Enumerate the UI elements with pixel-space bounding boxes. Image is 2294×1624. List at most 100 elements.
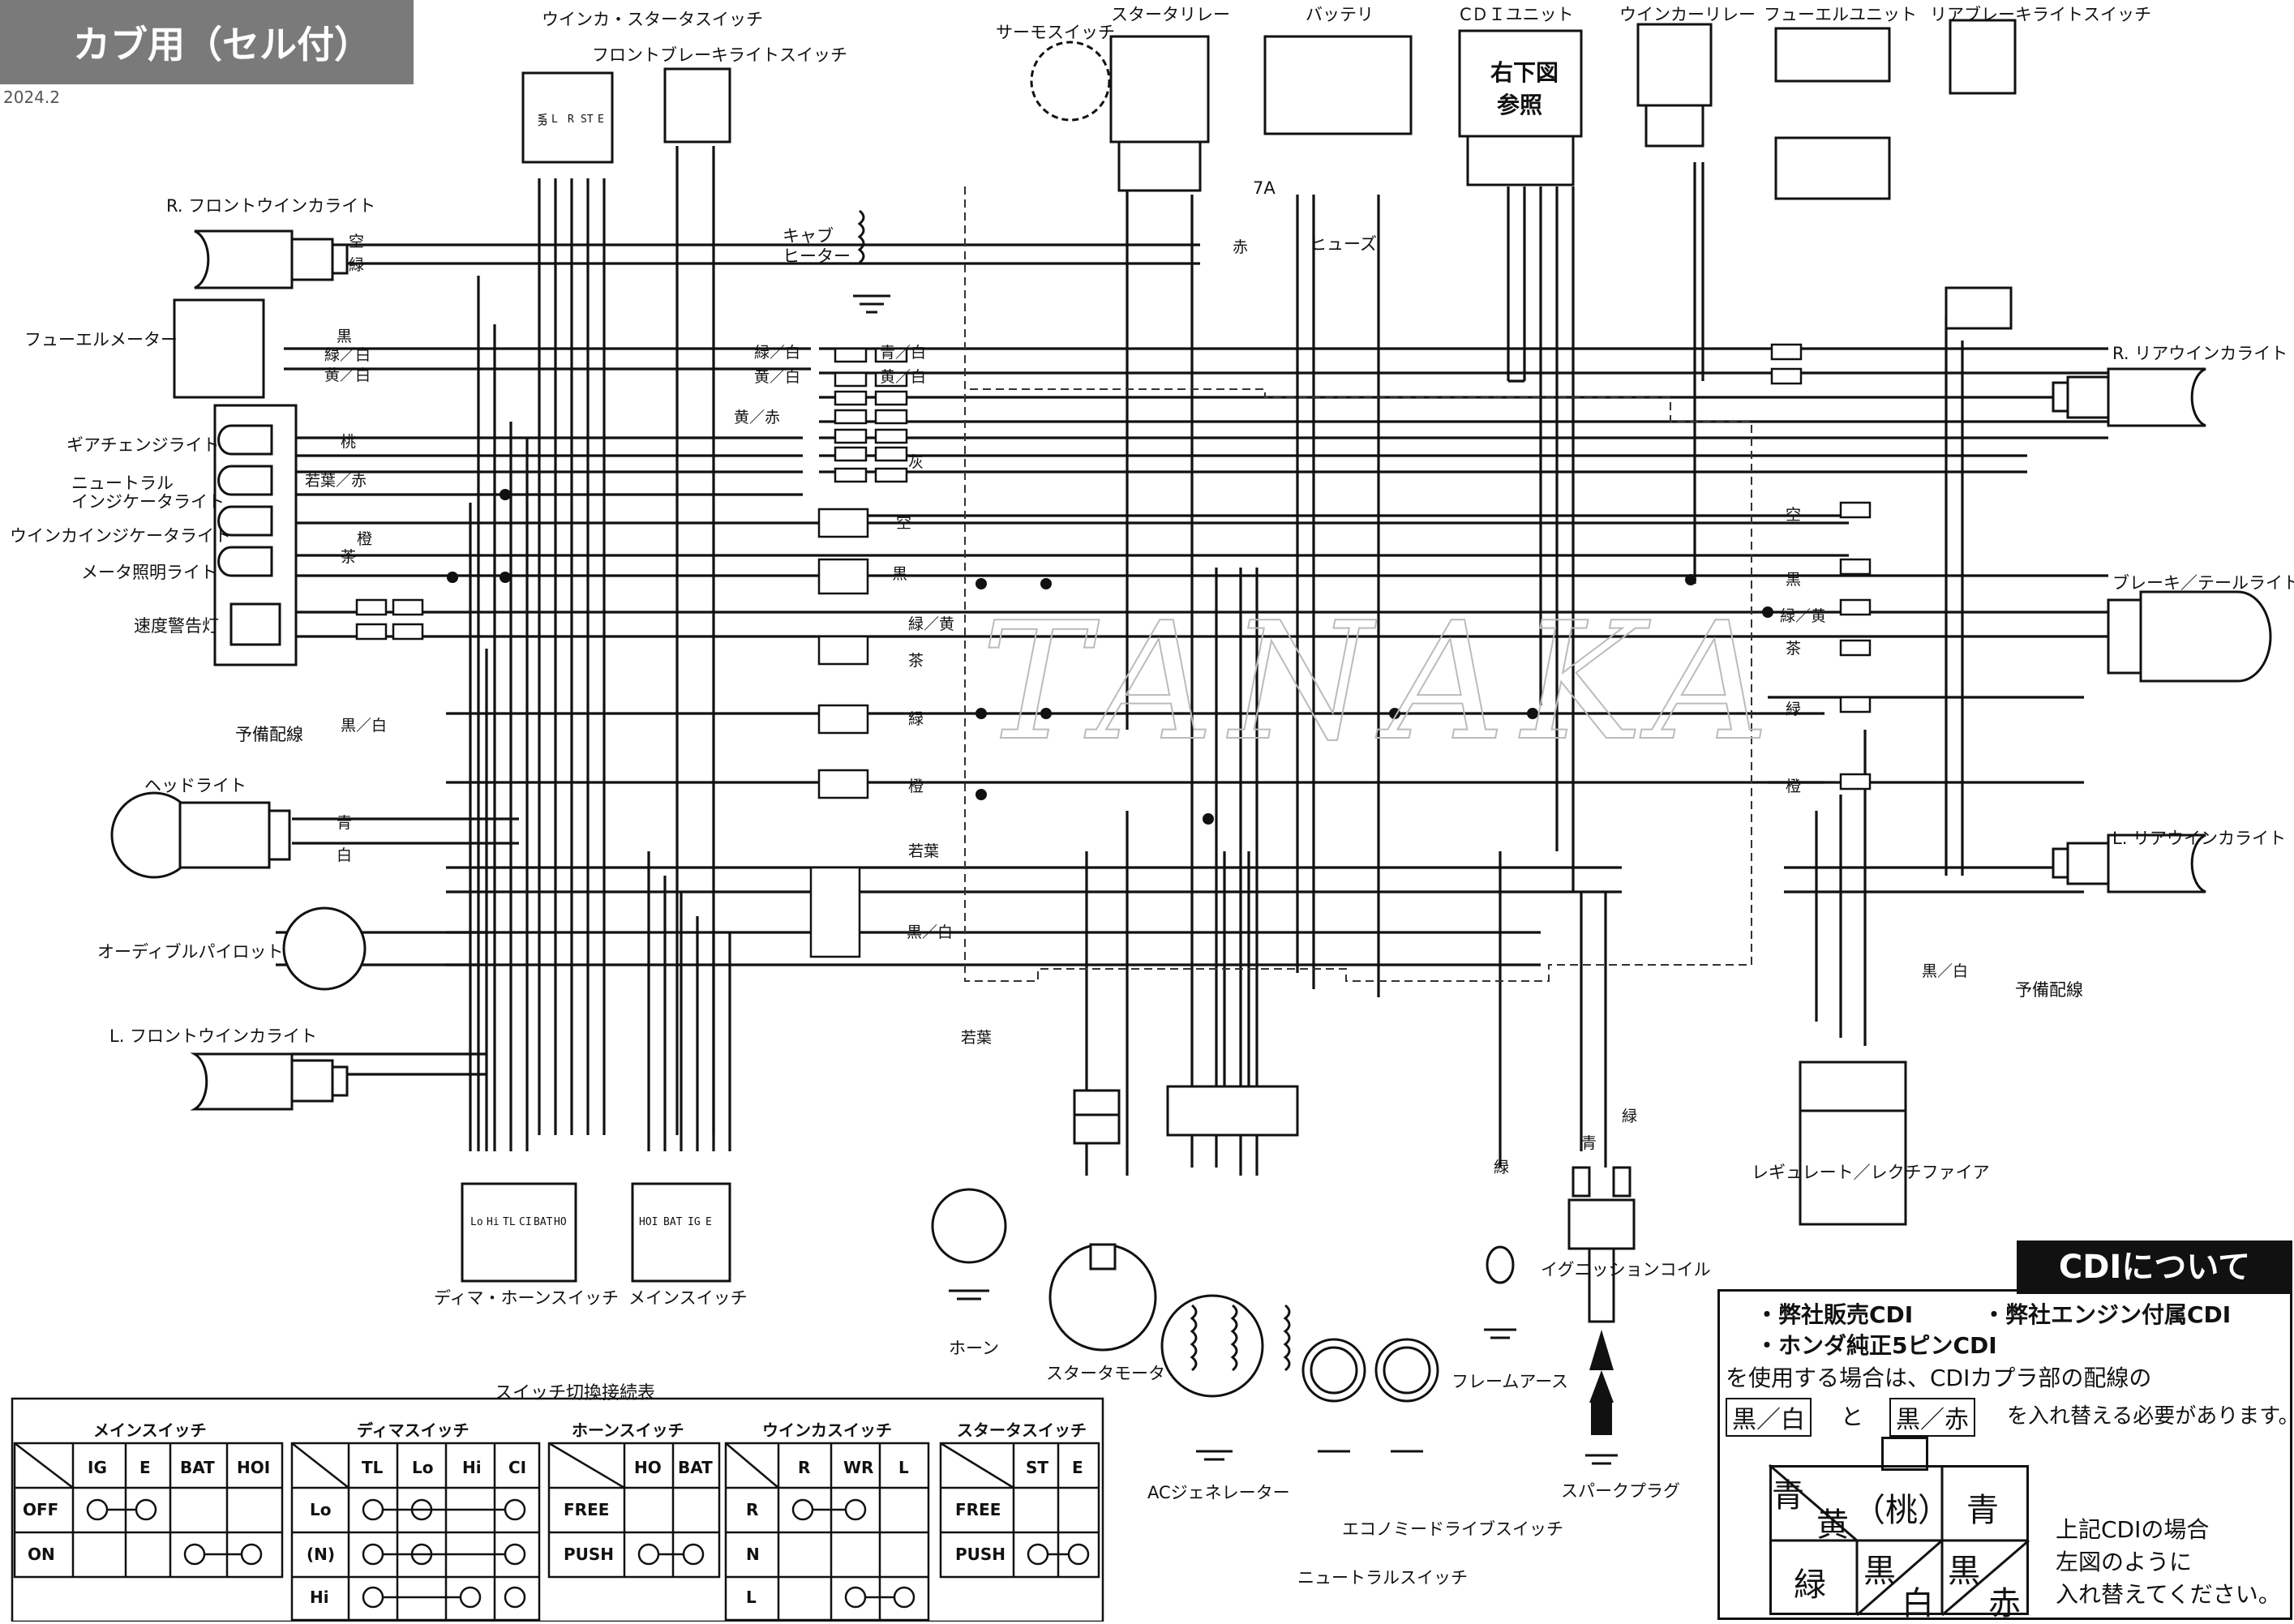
cdi-item: ・弊社販売CDI <box>1756 1301 1914 1328</box>
switch-table-name: ディマスイッチ <box>357 1420 470 1440</box>
starter-motor-label: スタータモータ <box>1046 1364 1165 1383</box>
cdi-instruction: を入れ替える必要があります。 <box>2007 1404 2294 1429</box>
dimmer-pin-label: TL <box>503 1216 516 1228</box>
dimmer-pin-label: Hi <box>487 1216 500 1228</box>
headlight-label: ヘッドライト <box>144 776 247 795</box>
wire-label: 黒 <box>1786 571 1802 589</box>
wire-label: 黒 <box>892 565 908 583</box>
r-rear-winker-label: R. リアウインカライト <box>2112 344 2288 363</box>
table-col: HO <box>634 1458 662 1477</box>
winker-pin-label: L <box>551 114 558 126</box>
cdi-and: と <box>1841 1403 1864 1430</box>
cdi-instruction: を使用する場合は、CDIカプラ部の配線の <box>1726 1365 2152 1391</box>
winker-pin-label: E <box>598 114 604 126</box>
dimmer-pin-label: Lo <box>470 1216 483 1228</box>
table-col: BAT <box>180 1458 215 1477</box>
horn-label: ホーン <box>949 1339 999 1358</box>
wire-label: 空 <box>896 514 912 532</box>
winker-pin-label: ST <box>581 114 594 126</box>
table-row: L <box>746 1588 757 1607</box>
table-row: ON <box>28 1545 55 1564</box>
cdi-unit-label: CＤＩユニット <box>1460 5 1574 24</box>
switch-table-name: ウインカスイッチ <box>762 1420 892 1440</box>
cdi-note-panel <box>1717 1289 2292 1620</box>
cdi-pin: 黄 <box>1816 1506 1849 1544</box>
revision-date: 2024.2 <box>3 88 60 107</box>
wire-label: 灰 <box>908 453 924 471</box>
main-pin-label: E <box>705 1216 712 1228</box>
table-col: ST <box>1026 1458 1049 1477</box>
spare-wire-left-label: 予備配線 <box>235 725 303 744</box>
winker-starter-switch-label: ウインカ・スタータスイッチ <box>542 10 763 29</box>
wire-label: 若葉 <box>961 1029 993 1047</box>
fuel-unit-label: フューエルユニット <box>1764 5 1917 24</box>
table-row: (N) <box>307 1545 336 1564</box>
neutral-indicator-label-2: インジケータライト <box>71 492 225 512</box>
wire-label: 緑 <box>1786 701 1802 718</box>
winker-pin-label: WR <box>535 114 547 126</box>
wire-label: 茶 <box>1786 640 1802 658</box>
wire-label: 空 <box>349 233 365 251</box>
switch-table-name: ホーンスイッチ <box>572 1420 684 1440</box>
cdi-pin: 緑 <box>1794 1566 1826 1604</box>
r-front-winker-label: R. フロントウインカライト <box>166 196 376 216</box>
cab-heater-label-1: キャブ <box>783 226 834 246</box>
cdi-pin: 白 <box>1902 1585 1934 1622</box>
wire-label: 黒／白 <box>1922 962 1969 980</box>
wire-label: 茶 <box>341 548 357 566</box>
wire-label: 若葉／赤 <box>305 472 367 490</box>
table-row: PUSH <box>564 1545 615 1564</box>
wire-label: 橙 <box>908 778 924 795</box>
audible-pilot-label: オーディブルパイロット <box>97 942 284 962</box>
table-row: FREE <box>564 1500 610 1519</box>
meter-light-label: メータ照明ライト <box>81 563 217 582</box>
fuse-rating: 7A <box>1253 178 1276 198</box>
speed-warning-label: 速度警告灯 <box>134 616 219 636</box>
switch-table-name: メインスイッチ <box>93 1420 207 1440</box>
thermo-switch-label: サーモスイッチ <box>996 23 1115 42</box>
wire-label: 緑 <box>1494 1159 1510 1176</box>
table-col: WR <box>843 1458 874 1477</box>
main-pin-label: IG <box>688 1216 701 1228</box>
wire-label: 緑／黄 <box>908 615 955 633</box>
cdi-side-note: 左図のように <box>2056 1549 2193 1575</box>
cdi-ref-label-1: 右下図 <box>1490 59 1559 86</box>
cdi-pin: 青 <box>1966 1492 1999 1529</box>
wire-label: 茶 <box>908 652 924 670</box>
table-col: BAT <box>678 1458 713 1477</box>
wire-label: 緑／白 <box>324 346 371 364</box>
wire-label: 白 <box>337 846 353 864</box>
ac-generator-label: ACジェネレーター <box>1147 1483 1290 1502</box>
cdi-item: ・弊社エンジン付属CDI <box>1983 1301 2232 1328</box>
table-row: Lo <box>310 1500 332 1519</box>
frame-earth-label: フレームアース <box>1451 1372 1569 1391</box>
dimmer-horn-switch-label: ディマ・ホーンスイッチ <box>434 1288 620 1308</box>
cdi-pin: （桃） <box>1853 1492 1950 1529</box>
starter-relay-label: スタータリレー <box>1111 5 1230 24</box>
wire-label: 黄／白 <box>880 368 927 386</box>
table-row: OFF <box>23 1500 59 1519</box>
neutral-indicator-label-1: ニュートラル <box>71 473 174 493</box>
ignition-coil-label: イグニッションコイル <box>1541 1260 1711 1279</box>
cdi-pin: 黒 <box>1948 1553 1980 1590</box>
wire-label: 黄／白 <box>754 368 801 386</box>
neutral-switch-label: ニュートラルスイッチ <box>1297 1568 1468 1588</box>
battery-label: バッテリ <box>1306 5 1374 24</box>
fuse-label: ヒューズ <box>1310 234 1377 254</box>
cdi-wire-tag: 黒／白 <box>1726 1398 1812 1437</box>
table-row: R <box>746 1500 759 1519</box>
main-pin-label: BAT <box>663 1216 683 1228</box>
switch-table-name: スタータスイッチ <box>957 1420 1087 1440</box>
table-col: E <box>1072 1458 1083 1477</box>
main-pin-label: HOI <box>639 1216 658 1228</box>
rear-brake-switch-label: リアブレーキライトスイッチ <box>1930 5 2151 24</box>
table-col: HOI <box>237 1458 271 1477</box>
cdi-side-note: 入れ替えてください。 <box>2056 1581 2281 1608</box>
switch-table-title: スイッチ切換接続表 <box>495 1383 656 1403</box>
wire-label: 緑 <box>349 256 365 274</box>
wire-label: 黄／白 <box>324 366 371 384</box>
dimmer-pin-label: HO <box>554 1216 567 1228</box>
winker-relay-label: ウインカーリレー <box>1619 5 1756 24</box>
